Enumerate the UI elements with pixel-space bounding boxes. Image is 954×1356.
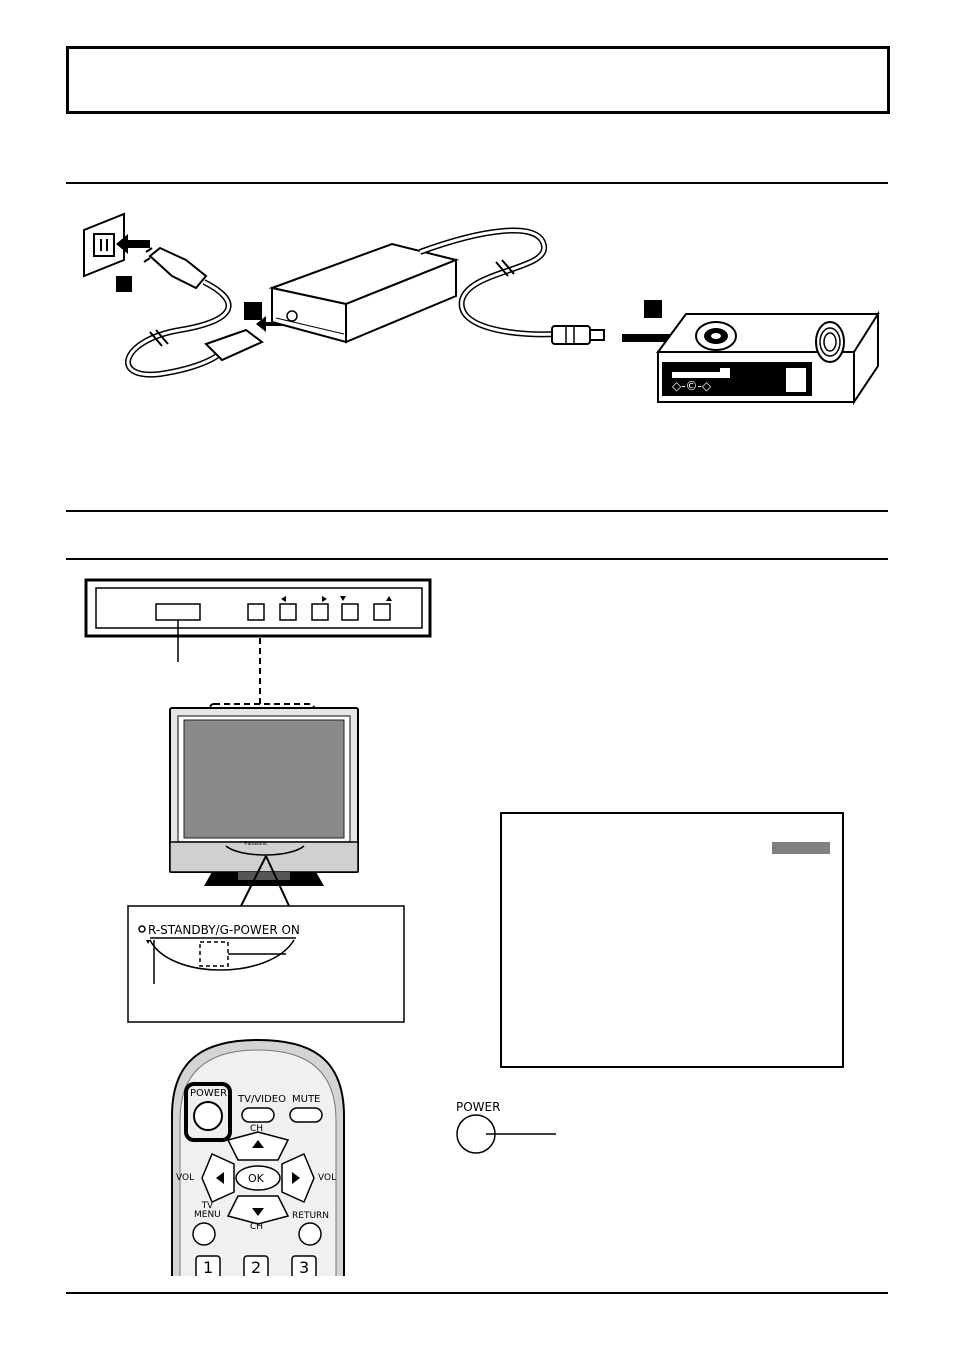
remote-ch-up-label: CH [250,1124,264,1134]
power-highlight-frame [184,1082,232,1142]
remote-tv-video-label: TV/VIDEO [238,1094,286,1105]
remote-ok-label: OK [248,1172,264,1185]
osd-screen-box [500,812,844,1068]
power-callout-label: POWER [456,1100,501,1114]
indicator-label: R-STANDBY/G-POWER ON [148,923,300,937]
remote-vol-right-label: VOL [318,1173,337,1183]
remote-mute-button [289,1107,323,1123]
osd-highlight-bar [772,842,830,854]
page-title-box [66,46,890,114]
remote-key-3 [291,1255,317,1276]
remote-key-3-label: 3 [299,1258,310,1276]
section-rule-bottom [66,1292,888,1294]
remote-mute-label: MUTE [292,1094,321,1105]
tv-button-1 [247,603,265,621]
remote-ch-down-label: CH [250,1222,264,1232]
remote-key-2-label: 2 [251,1258,262,1276]
remote-key-1-label: 1 [203,1258,214,1276]
remote-power-label: POWER [190,1088,228,1099]
tv-brand: Panasonic [244,841,268,847]
remote-tv-menu-button [192,1222,216,1246]
tv-power-switch [155,603,201,621]
remote-ok-button [235,1165,281,1191]
section-rule-middle [66,510,888,512]
remote-return-label: RETURN [292,1211,330,1221]
remote-power-button [193,1101,223,1131]
remote-key-2 [243,1255,269,1276]
remote-return-button [298,1222,322,1246]
tv-button-ch-up [373,603,391,621]
tv-screen [183,719,345,839]
tv-button-vol-up [311,603,329,621]
tv-button-ch-down [341,603,359,621]
remote-key-1 [195,1255,221,1276]
section-rule-top [66,182,888,184]
remote-vol-left-label: VOL [176,1173,195,1183]
section-rule-middle-2 [66,558,888,560]
tv-button-vol-down [279,603,297,621]
remote-tv-video-button [241,1107,275,1123]
